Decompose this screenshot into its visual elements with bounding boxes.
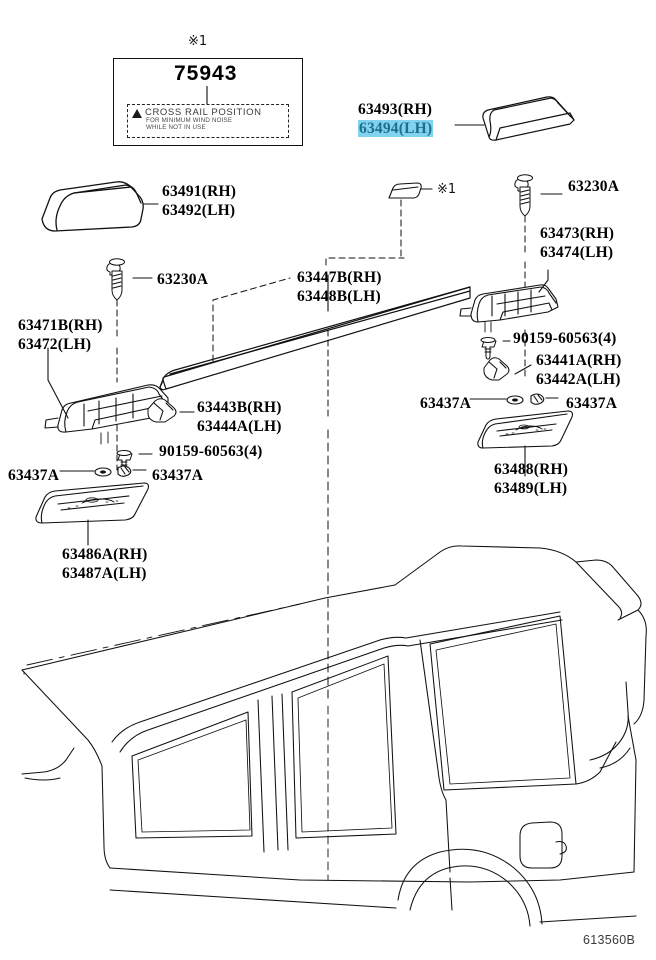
part-label-p63437A-right-right: 63437A <box>566 394 617 413</box>
part-shape-63441A <box>483 357 510 381</box>
warning-label-line2: WHILE NOT IN USE <box>146 123 206 131</box>
part-shape-90159-right <box>480 337 497 360</box>
part-number-text: 63441A(RH) <box>536 352 622 369</box>
part-number-text: 63444A(LH) <box>197 418 282 435</box>
part-label-p63441A: 63441A(RH) 63442A(LH) <box>536 351 622 389</box>
part-number-text: 63487A(LH) <box>62 565 147 582</box>
part-number-text: 63437A <box>152 467 204 484</box>
part-number-text: 63471B(RH) <box>18 317 103 334</box>
locator-box-rail <box>212 277 291 362</box>
highlighted-part-number: 63494(LH) <box>358 120 434 137</box>
leader-63441A <box>514 364 532 375</box>
part-shape-63437A-right-a <box>506 395 524 405</box>
part-label-p63230A-left: 63230A <box>157 270 208 289</box>
part-number-text: 63473(RH) <box>540 225 615 242</box>
part-shape-63493 <box>482 96 575 141</box>
part-number-text: 63492(LH) <box>162 202 236 219</box>
part-number-text: 63443B(RH) <box>197 399 282 416</box>
part-number-text: 63447B(RH) <box>297 269 382 286</box>
part-shape-63491 <box>41 181 144 232</box>
part-label-p63471B: 63471B(RH) 63472(LH) <box>18 316 103 354</box>
part-number-text: 63437A <box>8 467 60 484</box>
part-label-p63491: 63491(RH) 63492(LH) <box>162 182 236 220</box>
part-shape-63443B <box>147 398 177 423</box>
part-number-text: 63448B(LH) <box>297 288 381 305</box>
part-shape-63473 <box>459 284 559 323</box>
part-shape-ref1-bracket <box>388 182 422 199</box>
diagram-code-id: 613560B <box>583 933 636 947</box>
vehicle-outline <box>21 545 647 927</box>
part-number-text: 90159-60563(4) <box>513 330 617 347</box>
part-label-p63486A: 63486A(RH) 63487A(LH) <box>62 545 148 583</box>
part-number-text: 63486A(RH) <box>62 546 148 563</box>
part-shape-63437A-left-b <box>117 465 132 477</box>
part-label-p63447B: 63447B(RH) 63448B(LH) <box>297 268 382 306</box>
part-label-p90159-left: 90159-60563(4) <box>159 442 263 461</box>
part-number-text: 63230A <box>568 178 620 195</box>
part-number-text: 63494(LH) <box>358 119 434 138</box>
part-number-text: 90159-60563(4) <box>159 443 263 460</box>
part-shape-63486A <box>35 482 150 524</box>
part-label-p63230A-right: 63230A <box>568 177 619 196</box>
part-number-text: 63442A(LH) <box>536 371 621 388</box>
leader-63471B <box>47 347 69 419</box>
part-label-p63437A-left-right: 63437A <box>152 466 203 485</box>
part-shape-63447B <box>159 286 471 391</box>
part-number-text: 63437A <box>420 395 472 412</box>
part-shape-63437A-left-a <box>94 467 112 477</box>
part-label-p90159-right: 90159-60563(4) <box>513 329 617 348</box>
note-box-ref-mark: ※1 <box>188 34 208 49</box>
part-number-text: 63489(LH) <box>494 480 568 497</box>
warning-label-title: CROSS RAIL POSITION <box>145 107 262 118</box>
part-number-text: 63472(LH) <box>18 336 92 353</box>
part-label-p63473: 63473(RH) 63474(LH) <box>540 224 614 262</box>
leader-63473 <box>538 269 549 293</box>
part-label-p63493: 63493(RH) 63494(LH) <box>358 100 434 138</box>
part-label-p63437A-right-left: 63437A <box>420 394 471 413</box>
part-number-text: 63493(RH) <box>358 101 433 118</box>
warning-label: CROSS RAIL POSITION FOR MINIMUM WIND NOI… <box>127 104 289 138</box>
part-number-text: 63488(RH) <box>494 461 569 478</box>
note-box-leader <box>206 86 208 104</box>
part-shape-63230A-left <box>106 258 125 301</box>
note-box-part-number: 75943 <box>174 62 238 85</box>
reference-mark-ref-rail: ※1 <box>437 182 457 197</box>
part-shape-63230A-right <box>514 174 533 217</box>
part-label-p63488: 63488(RH) 63489(LH) <box>494 460 568 498</box>
warning-triangle-icon <box>132 109 142 118</box>
part-number-text: 63491(RH) <box>162 183 237 200</box>
part-number-text: 63474(LH) <box>540 244 614 261</box>
part-shape-63437A-right-b <box>530 393 545 405</box>
part-label-p63437A-left-left: 63437A <box>8 466 59 485</box>
part-label-p63443B: 63443B(RH) 63444A(LH) <box>197 398 282 436</box>
part-number-text: 63230A <box>157 271 209 288</box>
part-number-text: 63437A <box>566 395 618 412</box>
warning-label-line1: FOR MINIMUM WIND NOISE <box>146 117 233 124</box>
part-shape-63488 <box>477 410 574 449</box>
